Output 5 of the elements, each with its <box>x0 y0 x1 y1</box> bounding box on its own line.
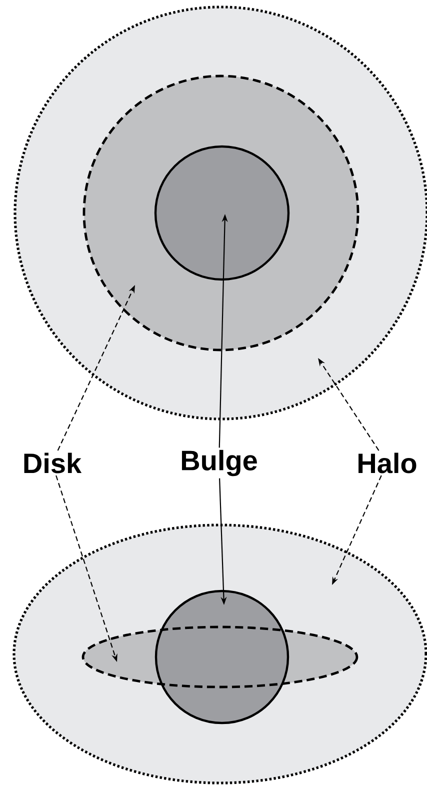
disk-label: Disk <box>24 452 82 474</box>
bulge-circle <box>154 590 290 724</box>
bulge-circle <box>154 145 290 281</box>
bulge-label: Bulge <box>182 450 257 476</box>
halo-label: Halo <box>358 452 416 474</box>
